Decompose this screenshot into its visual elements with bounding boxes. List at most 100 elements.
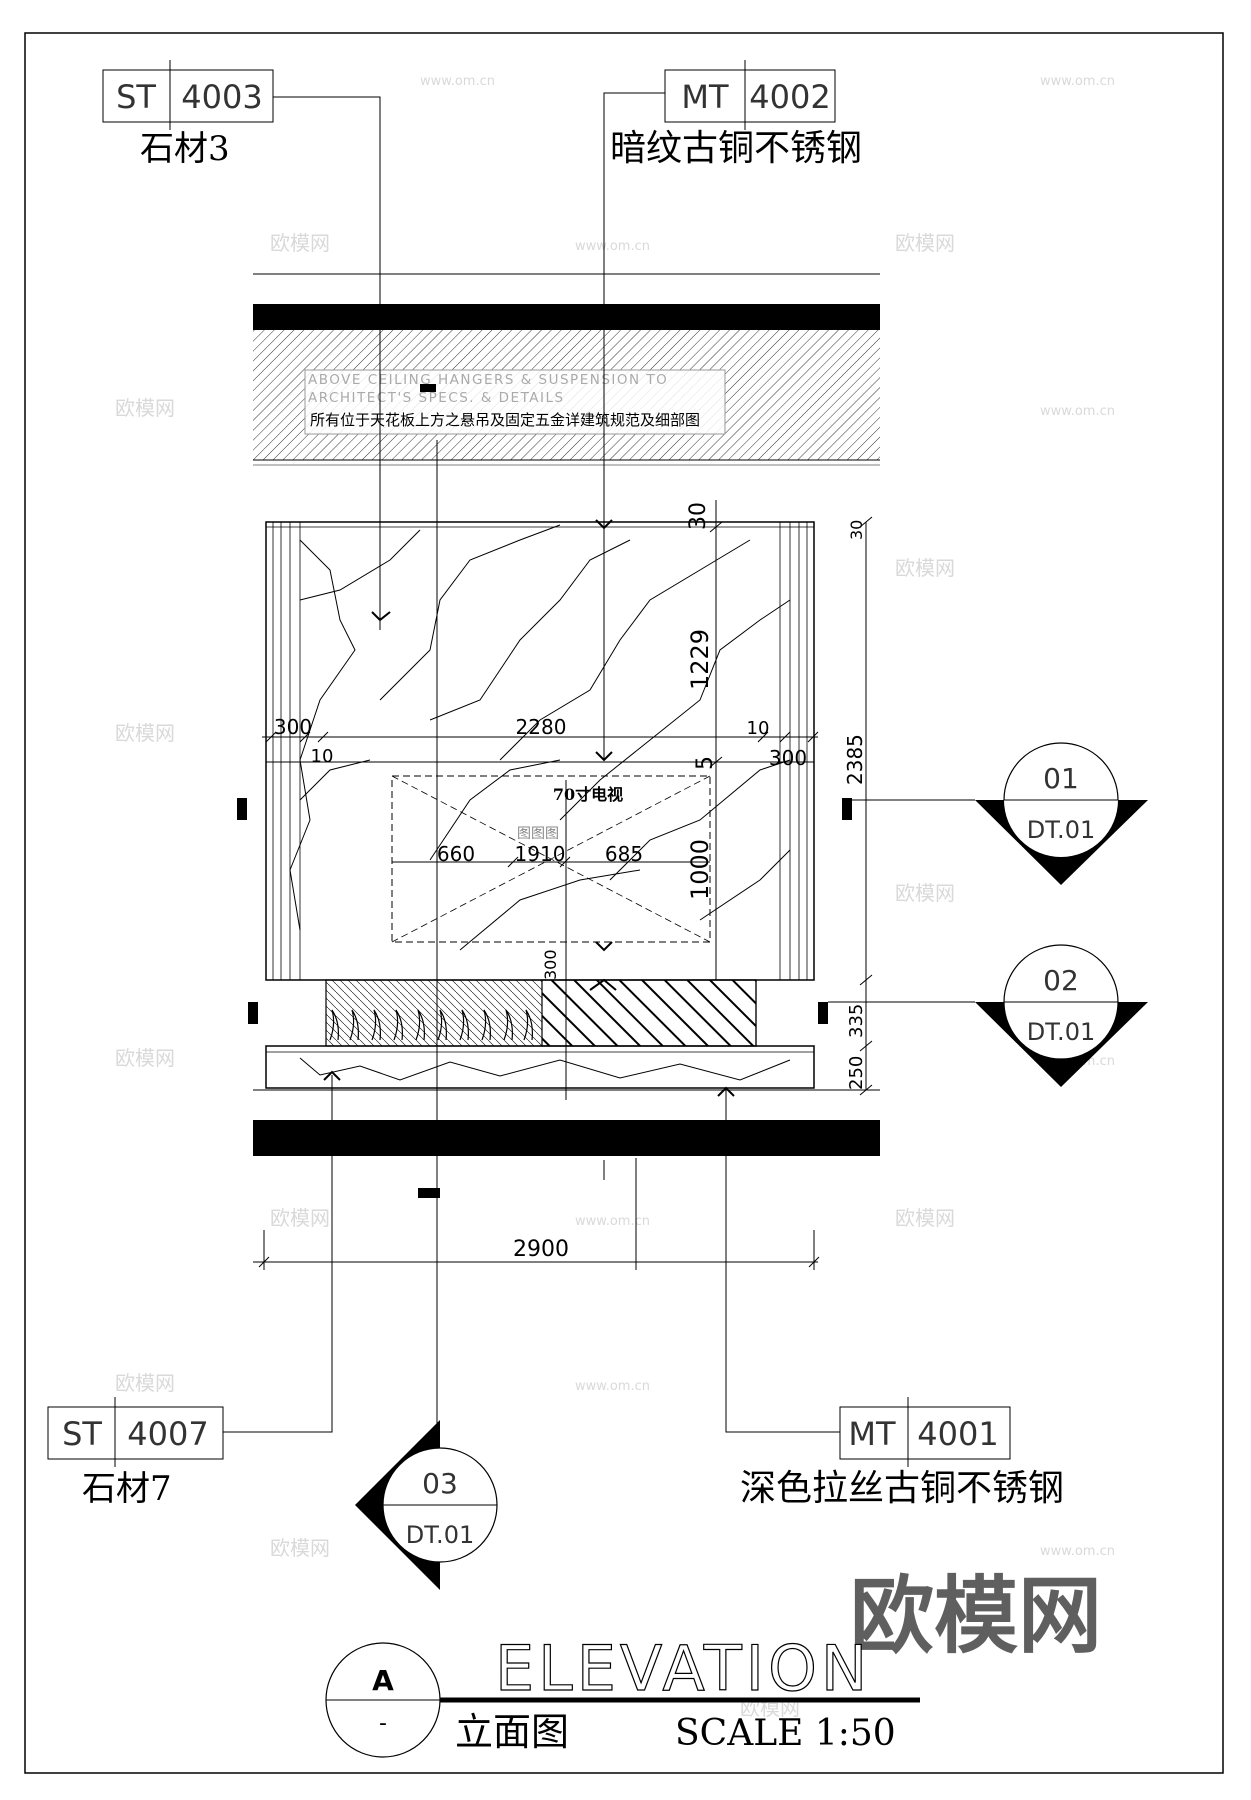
section-sheet: DT.01: [1027, 1018, 1095, 1046]
section-cut-marker: [842, 798, 852, 820]
tag-code: MT: [681, 78, 729, 116]
section-cut-marker: [418, 1188, 440, 1198]
dim-left-panel: 300: [274, 715, 312, 739]
base-stone-veining: [299, 1057, 791, 1081]
watermark-brand: 欧模网: [115, 1371, 175, 1395]
dim-top-margin-right: 30: [847, 520, 866, 540]
section-number: 01: [1043, 762, 1079, 795]
watermark-brand: 欧模网: [895, 1206, 955, 1230]
leader-ticks: [323, 519, 735, 1097]
watermark-brand: 欧模网: [270, 1536, 330, 1560]
dim-right-panel: 300: [769, 746, 807, 770]
watermark-brand: 欧模网: [895, 556, 955, 580]
ceiling-note-line3: 所有位于天花板上方之悬吊及固定五金详建筑规范及细部图: [310, 411, 700, 429]
dim-base-height: 250: [846, 1056, 867, 1090]
tag-label: 石材3: [140, 129, 230, 169]
watermark-url: www.om.cn: [1040, 404, 1115, 419]
tag-mt4001: MT 4001 深色拉丝古铜不锈钢: [740, 1397, 1064, 1509]
watermark-layer: www.om.cn www.om.cn 欧模网 www.om.cn 欧模网 欧模…: [115, 74, 1115, 1720]
tag-number: 4007: [127, 1415, 208, 1453]
dim-fire-height: 335: [846, 1004, 867, 1038]
left-side-striping: [272, 522, 301, 980]
dim-small-300: 300: [541, 949, 560, 980]
tag-number: 4001: [917, 1415, 998, 1453]
dim-total-height: 2385: [843, 734, 867, 785]
section-callout-02: 02 DT.01: [828, 944, 1148, 1087]
right-side-striping: [779, 522, 808, 980]
watermark-url: www.om.cn: [1040, 74, 1115, 89]
dim-tv-left: 660: [437, 842, 475, 866]
fireplace-bronze-panel: [541, 979, 757, 1047]
floor-beam: [253, 1120, 880, 1156]
ceiling-note-box: [304, 369, 726, 435]
tag-code: ST: [116, 78, 156, 116]
title-cn: 立面图: [455, 1710, 569, 1754]
tag-mt4002: MT 4002 暗纹古铜不锈钢: [610, 60, 862, 169]
tag-number: 4003: [181, 78, 262, 116]
dim-small-5: 5: [693, 756, 718, 770]
dim-top-margin: 30: [686, 502, 711, 530]
tv-placeholder: [391, 775, 711, 943]
tv-diagonal: [391, 775, 711, 943]
title-block: A - ELEVATION 立面图 SCALE 1:50: [325, 1631, 920, 1758]
title-ref-sub: -: [379, 1711, 387, 1736]
watermark-url: www.om.cn: [575, 1214, 650, 1229]
dim-upper-height: 1229: [686, 629, 714, 690]
section-sheet: DT.01: [1027, 816, 1095, 844]
title-scale: SCALE 1:50: [675, 1713, 896, 1754]
watermark-brand: 欧模网: [115, 396, 175, 420]
watermark-url: www.om.cn: [575, 1379, 650, 1394]
upper-wall-panel: [265, 521, 815, 981]
title-ref: A: [372, 1664, 394, 1697]
watermark-brand: 欧模网: [115, 1046, 175, 1070]
dim-left-gap: 10: [311, 746, 334, 767]
section-sheet: DT.01: [406, 1521, 474, 1549]
tag-box: [839, 1406, 1011, 1460]
dim-tv-width: 1910: [515, 842, 566, 866]
section-number: 02: [1043, 964, 1079, 997]
tv-label: 70寸电视: [553, 785, 623, 804]
watermark-url: www.om.cn: [575, 239, 650, 254]
watermark-url: www.om.cn: [1040, 1544, 1115, 1559]
ceiling-note-line2: ARCHITECT'S SPECS. & DETAILS: [308, 390, 565, 406]
section-callout-03: 03 DT.01: [355, 1420, 498, 1590]
fireplace-flames: [329, 1009, 533, 1041]
ceiling-note-line1: ABOVE CEILING HANGERS & SUSPENSION TO: [308, 372, 668, 388]
watermark-brand: 欧模网: [115, 721, 175, 745]
dimension-texts: 30 30 1229 2385 2280 300 10 10 300 5 660…: [274, 502, 867, 1262]
watermark-logo: 欧模网: [850, 1567, 1102, 1665]
sheet-border: [24, 32, 1224, 1774]
tag-label: 石材7: [82, 1469, 172, 1509]
dimension-lines: [253, 500, 873, 1270]
base-stone: [265, 1045, 815, 1089]
section-number: 03: [422, 1467, 458, 1500]
tag-code: ST: [62, 1415, 102, 1453]
watermark-brand: 欧模网: [895, 881, 955, 905]
tag-number: 4002: [749, 78, 830, 116]
dim-tv-right: 685: [605, 842, 643, 866]
tag-box: [102, 69, 274, 123]
tv-icon: 图图图: [517, 826, 559, 842]
dim-overall-width: 2900: [513, 1237, 569, 1262]
title-en: ELEVATION: [495, 1632, 871, 1705]
dim-width-inner: 2280: [516, 715, 567, 739]
watermark-brand: 欧模网: [270, 1206, 330, 1230]
stone-veining: [289, 524, 791, 951]
section-cut-marker: [237, 798, 247, 820]
tag-label: 暗纹古铜不锈钢: [610, 128, 862, 169]
section-cut-marker: [818, 1002, 828, 1024]
tag-label: 深色拉丝古铜不锈钢: [740, 1468, 1064, 1509]
leader-lines: [223, 92, 840, 1433]
tag-box: [664, 69, 836, 123]
watermark-brand: 欧模网: [270, 231, 330, 255]
watermark-url: www.om.cn: [420, 74, 495, 89]
watermark-brand: 欧模网: [895, 231, 955, 255]
section-callout-01: 01 DT.01: [852, 742, 1148, 885]
ceiling-beam: [253, 304, 880, 330]
dim-right-gap: 10: [747, 718, 770, 739]
tag-box: [47, 1406, 224, 1460]
tag-code: MT: [848, 1415, 896, 1453]
dim-tv-height: 1000: [686, 839, 714, 900]
ceiling-note-marker: [420, 384, 436, 392]
